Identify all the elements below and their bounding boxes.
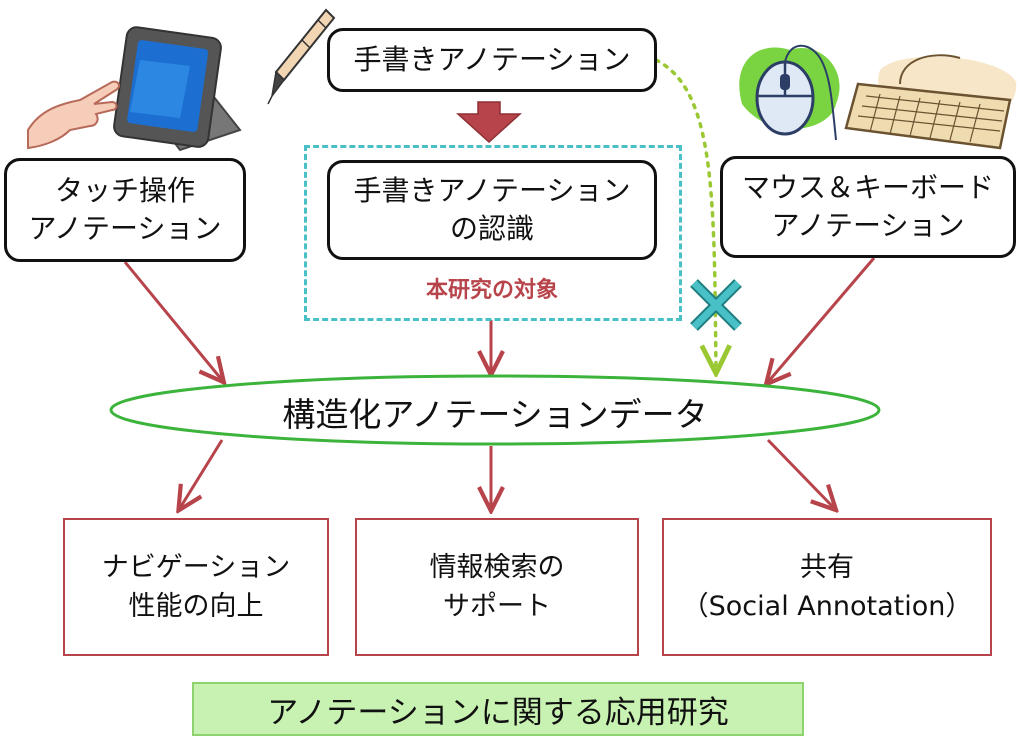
applied-research-banner: アノテーションに関する応用研究 bbox=[192, 682, 804, 736]
tablet-touch-icon bbox=[27, 26, 242, 152]
touch-annotation-box: タッチ操作 アノテーション bbox=[4, 158, 246, 262]
mouse-keyboard-annotation-box: マウス＆キーボード アノテーション bbox=[720, 156, 1016, 258]
mouse-icon bbox=[739, 44, 840, 141]
outcome-search-box: 情報検索の サポート bbox=[355, 518, 639, 656]
outcome-search-line1: 情報検索の bbox=[429, 551, 565, 583]
keyboard-icon bbox=[844, 54, 1017, 150]
outcome-navigation-line1: ナビゲーション bbox=[101, 551, 291, 583]
mouse-line1: マウス＆キーボード bbox=[741, 171, 994, 205]
arrow-mouse-to-data bbox=[768, 257, 876, 382]
structured-data-label: 構造化アノテーションデータ bbox=[282, 395, 708, 434]
research-target-frame bbox=[304, 145, 682, 321]
handwriting-annotation-box: 手書きアノテーション bbox=[327, 28, 657, 92]
arrow-touch-to-data bbox=[123, 261, 222, 380]
handwriting-label: 手書きアノテーション bbox=[353, 43, 631, 77]
recognition-line2: の認識 bbox=[449, 212, 534, 245]
arrow-data-to-sharing bbox=[766, 438, 834, 508]
applied-research-label: アノテーションに関する応用研究 bbox=[267, 694, 729, 731]
arrow-data-to-navigation bbox=[180, 439, 224, 508]
outcome-navigation-box: ナビゲーション 性能の向上 bbox=[63, 518, 329, 656]
outcome-search-line2: サポート bbox=[443, 591, 551, 622]
pen-icon bbox=[267, 8, 336, 105]
mouse-line2: アノテーション bbox=[771, 209, 965, 242]
outcome-sharing-line2: （Social Annotation） bbox=[681, 591, 973, 622]
outcome-sharing-line1: 共有 bbox=[800, 551, 854, 583]
handwriting-recognition-box: 手書きアノテーション の認識 bbox=[327, 160, 657, 260]
cross-mark-icon bbox=[690, 279, 742, 331]
touch-line2: アノテーション bbox=[28, 212, 222, 245]
touch-line1: タッチ操作 bbox=[54, 174, 195, 208]
structured-data-ellipse bbox=[109, 374, 881, 446]
research-target-label: 本研究の対象 bbox=[425, 278, 558, 303]
outcome-sharing-box: 共有 （Social Annotation） bbox=[662, 518, 992, 656]
recognition-line1: 手書きアノテーション bbox=[353, 174, 631, 208]
outcome-navigation-line2: 性能の向上 bbox=[128, 591, 264, 622]
block-arrow bbox=[456, 101, 522, 144]
